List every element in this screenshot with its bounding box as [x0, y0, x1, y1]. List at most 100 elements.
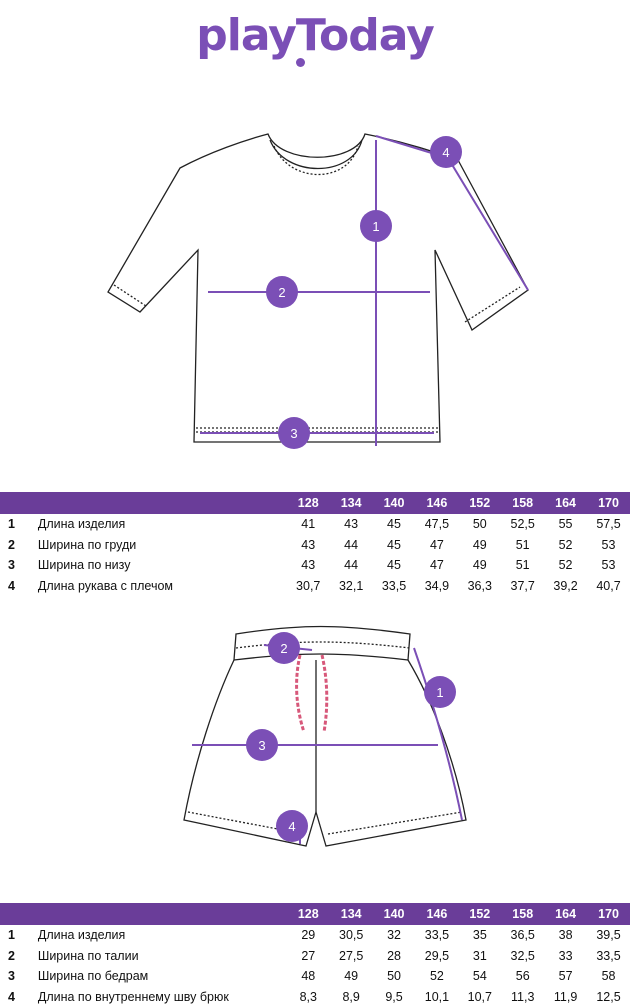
cell: 33	[544, 946, 587, 967]
table-row: 2 Ширина по груди 43 44 45 47 49 51 52 5…	[0, 535, 630, 556]
shorts-marker-1: 1	[424, 676, 456, 708]
cell: 27,5	[330, 946, 373, 967]
cell: 34,9	[415, 576, 458, 597]
cell: 33,5	[416, 925, 459, 946]
tshirt-size-table: 128 134 140 146 152 158 164 170 1 Длина …	[0, 492, 630, 596]
table-row: 3 Ширина по низу 43 44 45 47 49 51 52 53	[0, 555, 630, 576]
tshirt-marker-2: 2	[266, 276, 298, 308]
cell: 52,5	[501, 514, 544, 535]
cell: 30,5	[330, 925, 373, 946]
row-number: 1	[0, 514, 38, 535]
size-header: 158	[501, 492, 544, 514]
cell: 39,2	[544, 576, 587, 597]
svg-text:2: 2	[280, 641, 287, 656]
cell: 36,3	[458, 576, 501, 597]
size-header: 146	[416, 903, 459, 925]
svg-text:1: 1	[372, 219, 379, 234]
cell: 47	[415, 535, 458, 556]
table-row: 1 Длина изделия 41 43 45 47,5 50 52,5 55…	[0, 514, 630, 535]
row-number: 4	[0, 576, 38, 597]
cell: 10,1	[416, 987, 459, 1007]
cell: 43	[287, 535, 330, 556]
cell: 8,3	[287, 987, 330, 1007]
row-number: 4	[0, 987, 38, 1007]
size-header: 152	[458, 903, 501, 925]
size-header: 140	[373, 903, 416, 925]
row-number: 3	[0, 966, 38, 987]
cell: 38	[544, 925, 587, 946]
row-label: Длина рукава с плечом	[38, 576, 287, 597]
cell: 44	[330, 535, 373, 556]
tshirt-illustration: 1 2 3 4	[0, 120, 630, 465]
shorts-marker-4: 4	[276, 810, 308, 842]
svg-text:3: 3	[290, 426, 297, 441]
cell: 49	[458, 535, 501, 556]
cell: 57,5	[587, 514, 630, 535]
cell: 31	[458, 946, 501, 967]
table-header-row: 128 134 140 146 152 158 164 170	[0, 492, 630, 514]
row-label: Длина изделия	[38, 925, 287, 946]
cell: 37,7	[501, 576, 544, 597]
cell: 32	[373, 925, 416, 946]
cell: 39,5	[587, 925, 630, 946]
cell: 29	[287, 925, 330, 946]
cell: 55	[544, 514, 587, 535]
cell: 57	[544, 966, 587, 987]
row-number: 1	[0, 925, 38, 946]
size-header: 164	[544, 492, 587, 514]
row-label: Длина по внутреннему шву брюк	[38, 987, 287, 1007]
cell: 51	[501, 555, 544, 576]
cell: 30,7	[287, 576, 330, 597]
cell: 43	[330, 514, 373, 535]
logo-dot	[296, 58, 305, 67]
cell: 35	[458, 925, 501, 946]
cell: 56	[501, 966, 544, 987]
row-label: Ширина по бедрам	[38, 966, 287, 987]
cell: 48	[287, 966, 330, 987]
size-header: 170	[587, 492, 630, 514]
cell: 27	[287, 946, 330, 967]
cell: 53	[587, 535, 630, 556]
row-label: Ширина по груди	[38, 535, 287, 556]
size-header: 140	[373, 492, 416, 514]
table-row: 3 Ширина по бедрам 48 49 50 52 54 56 57 …	[0, 966, 630, 987]
cell: 44	[330, 555, 373, 576]
cell: 47,5	[415, 514, 458, 535]
svg-text:1: 1	[436, 685, 443, 700]
row-number: 3	[0, 555, 38, 576]
cell: 50	[373, 966, 416, 987]
table-header-row: 128 134 140 146 152 158 164 170	[0, 903, 630, 925]
svg-text:3: 3	[258, 738, 265, 753]
shorts-marker-2: 2	[268, 632, 300, 664]
cell: 52	[544, 535, 587, 556]
row-label: Длина изделия	[38, 514, 287, 535]
table-row: 4 Длина по внутреннему шву брюк 8,3 8,9 …	[0, 987, 630, 1007]
cell: 36,5	[501, 925, 544, 946]
cell: 45	[373, 514, 416, 535]
cell: 45	[373, 535, 416, 556]
cell: 32,1	[330, 576, 373, 597]
cell: 49	[330, 966, 373, 987]
cell: 54	[458, 966, 501, 987]
tshirt-marker-3: 3	[278, 417, 310, 449]
size-header: 164	[544, 903, 587, 925]
cell: 49	[458, 555, 501, 576]
cell: 47	[415, 555, 458, 576]
row-label: Ширина по талии	[38, 946, 287, 967]
row-number: 2	[0, 535, 38, 556]
size-header: 128	[287, 903, 330, 925]
svg-text:4: 4	[442, 145, 449, 160]
size-header: 152	[458, 492, 501, 514]
cell: 29,5	[416, 946, 459, 967]
brand-logo: playToday	[0, 10, 630, 61]
cell: 52	[544, 555, 587, 576]
size-header: 134	[330, 492, 373, 514]
table-row: 1 Длина изделия 29 30,5 32 33,5 35 36,5 …	[0, 925, 630, 946]
cell: 40,7	[587, 576, 630, 597]
table-row: 2 Ширина по талии 27 27,5 28 29,5 31 32,…	[0, 946, 630, 967]
table-row: 4 Длина рукава с плечом 30,7 32,1 33,5 3…	[0, 576, 630, 597]
cell: 11,3	[501, 987, 544, 1007]
cell: 28	[373, 946, 416, 967]
cell: 10,7	[458, 987, 501, 1007]
cell: 52	[416, 966, 459, 987]
